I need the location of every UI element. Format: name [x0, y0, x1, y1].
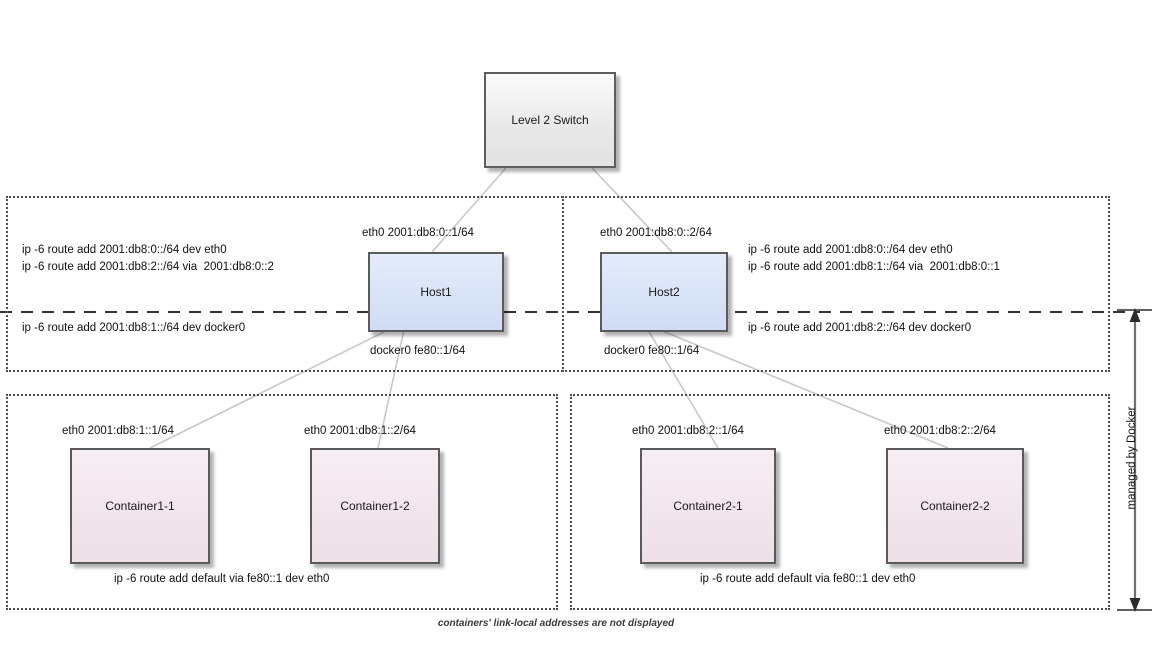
host1-docker0-label: docker0 fe80::1/64	[370, 345, 466, 357]
footnote-text: containers' link-local addresses are not…	[437, 618, 675, 629]
node-level-2-switch[interactable]: Level 2 Switch	[484, 72, 616, 168]
container2-group-box	[570, 394, 1110, 610]
container1-2-label: Container1-2	[340, 499, 410, 513]
node-container2-2[interactable]: Container2-2	[886, 448, 1024, 564]
host1-label: Host1	[420, 285, 452, 299]
container1-1-eth0-label: eth0 2001:db8:1::1/64	[62, 425, 174, 437]
host1-group-box	[6, 196, 1110, 372]
container-group1-default-route: ip -6 route add default via fe80::1 dev …	[114, 573, 330, 585]
managed-by-docker-label: managed by Docker	[1126, 406, 1138, 510]
container1-group-box	[6, 394, 558, 610]
host-group-divider	[562, 196, 564, 372]
container-group2-default-route: ip -6 route add default via fe80::1 dev …	[700, 573, 916, 585]
container2-2-eth0-label: eth0 2001:db8:2::2/64	[884, 425, 996, 437]
host2-docker0-label: docker0 fe80::1/64	[604, 345, 700, 357]
node-host2[interactable]: Host2	[600, 252, 728, 332]
host1-routes-below: ip -6 route add 2001:db8:1::/64 dev dock…	[22, 322, 246, 334]
container2-1-label: Container2-1	[673, 499, 743, 513]
node-container2-1[interactable]: Container2-1	[640, 448, 776, 564]
container2-2-label: Container2-2	[920, 499, 990, 513]
host1-routes-above: ip -6 route add 2001:db8:0::/64 dev eth0…	[22, 244, 274, 273]
node-container1-2[interactable]: Container1-2	[310, 448, 440, 564]
host2-routes-above: ip -6 route add 2001:db8:0::/64 dev eth0…	[748, 244, 1000, 273]
container1-2-eth0-label: eth0 2001:db8:1::2/64	[304, 425, 416, 437]
host1-eth0-label: eth0 2001:db8:0::1/64	[362, 227, 474, 239]
host2-label: Host2	[648, 285, 680, 299]
switch-label: Level 2 Switch	[511, 113, 589, 127]
container1-1-label: Container1-1	[105, 499, 175, 513]
node-host1[interactable]: Host1	[368, 252, 504, 332]
container2-1-eth0-label: eth0 2001:db8:2::1/64	[632, 425, 744, 437]
host2-eth0-label: eth0 2001:db8:0::2/64	[600, 227, 712, 239]
host2-routes-below: ip -6 route add 2001:db8:2::/64 dev dock…	[748, 322, 972, 334]
node-container1-1[interactable]: Container1-1	[70, 448, 210, 564]
